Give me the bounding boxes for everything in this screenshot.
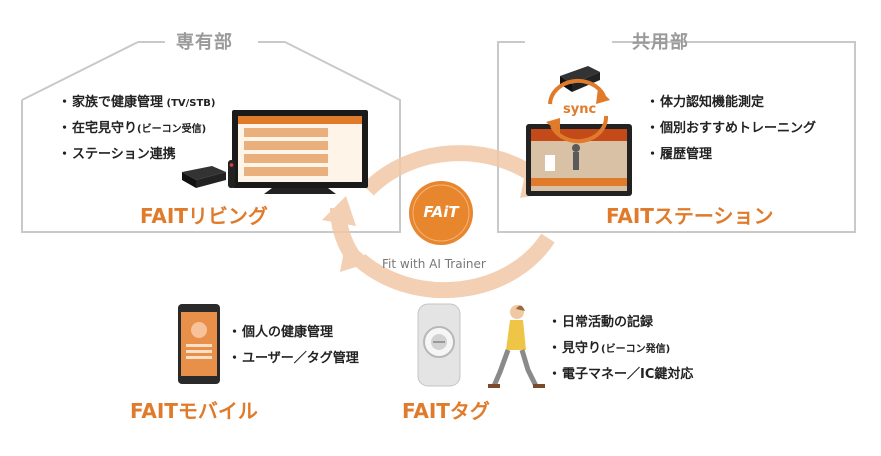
mobile-product-name: FAITモバイル: [130, 399, 258, 423]
sync-sensor-illustration: [546, 66, 610, 144]
list-item: ・見守り(ビーコン発信): [548, 341, 671, 356]
ring-arrow-left: [322, 196, 356, 226]
private-section-title: 専有部: [176, 32, 233, 53]
fait-logo-text: FAiT: [423, 203, 459, 221]
list-item: ・在宅見守り(ビーコン受信): [58, 121, 207, 136]
tag-product-name: FAITタグ: [402, 399, 490, 423]
sync-label: sync: [563, 102, 597, 117]
living-product-name: FAITリビング: [140, 204, 268, 228]
walking-person-illustration: [488, 305, 545, 388]
logo-caption: Fit with AI Trainer: [382, 257, 486, 271]
list-item: ・個人の健康管理: [228, 325, 334, 340]
list-item: ・体力認知機能測定: [646, 95, 765, 110]
stb-illustration: [182, 160, 235, 188]
tag-band-illustration: [417, 303, 461, 387]
station-feature-list: ・体力認知機能測定 ・個別おすすめトレーニング ・履歴管理: [646, 90, 816, 168]
shared-area-outline: [497, 41, 856, 233]
list-item: ・電子マネー／IC鍵対応: [548, 367, 694, 382]
smartphone-illustration: [178, 304, 220, 384]
list-item: ・ユーザー／タグ管理: [228, 351, 359, 366]
mobile-feature-list: ・個人の健康管理 ・ユーザー／タグ管理: [228, 320, 359, 372]
private-area-outline: [21, 41, 401, 233]
tv-illustration: [232, 110, 368, 194]
station-tablet-illustration: [526, 124, 632, 196]
shared-section-title: 共用部: [632, 32, 689, 53]
ring-arc-bottom: [354, 233, 555, 299]
list-item: ・家族で健康管理 (TV/STB): [58, 95, 216, 110]
tag-feature-list: ・日常活動の記録 ・見守り(ビーコン発信) ・電子マネー／IC鍵対応: [548, 310, 693, 388]
list-item: ・個別おすすめトレーニング: [646, 121, 817, 136]
ring-arc-top: [362, 145, 545, 196]
list-item: ・日常活動の記録: [548, 315, 654, 330]
station-product-name: FAITステーション: [606, 204, 774, 228]
fait-logo-mark: [409, 181, 473, 245]
list-item: ・ステーション連携: [58, 147, 176, 162]
list-item: ・履歴管理: [646, 147, 713, 162]
living-feature-list: ・家族で健康管理 (TV/STB) ・在宅見守り(ビーコン受信) ・ステーション…: [58, 90, 216, 168]
